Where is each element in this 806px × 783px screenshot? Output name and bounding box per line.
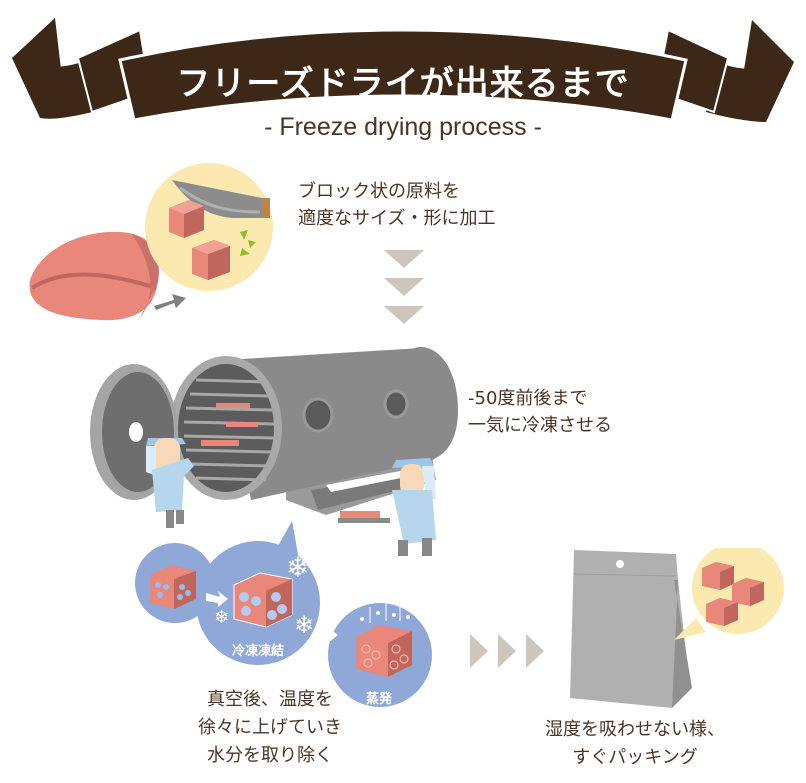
step-drying-line-3: 水分を取り除く	[207, 745, 333, 766]
step-drying-description: 真空後、温度を 徐々に上げていき 水分を取り除く	[160, 686, 380, 770]
step-freezing-line-2: 一気に冷凍させる	[468, 415, 612, 436]
right-arrows-icon	[470, 634, 544, 668]
tray-icon	[201, 403, 258, 446]
step-cutting-line-1: ブロック状の原料を	[298, 181, 460, 202]
worker-icon	[146, 438, 194, 528]
step-drying-line-1: 真空後、温度を	[207, 689, 333, 710]
step-packing-line-1: 湿度を吸わせない様、	[545, 719, 725, 740]
package-bag-icon	[570, 548, 784, 708]
drying-bubbles: ❄ ❄ ❄	[135, 521, 432, 707]
cube-icon	[732, 578, 764, 606]
step-cutting-description: ブロック状の原料を 適度なサイズ・形に加工	[298, 178, 495, 232]
step-cutting-line-2: 適度なサイズ・形に加工	[298, 208, 496, 229]
step-freezing-description: -50度前後まで 一気に冷凍させる	[468, 385, 612, 439]
cube-icon	[169, 200, 204, 238]
arrow-right-icon	[154, 294, 186, 310]
cube-icon	[702, 562, 734, 590]
cube-icon	[192, 240, 230, 280]
snowflake-icon: ❄	[286, 551, 309, 584]
bubble-label-evaporation: 蒸発	[366, 692, 393, 707]
worker-icon	[338, 458, 436, 556]
page-subtitle: - Freeze drying process -	[264, 113, 542, 141]
cube-icon	[356, 625, 412, 677]
snowflake-icon: ❄	[214, 607, 229, 628]
title-ribbon	[12, 18, 794, 122]
cube-icon	[233, 572, 293, 628]
step-packing-line-2: すぐパッキング	[572, 747, 698, 768]
cutting-highlight-circle	[145, 163, 273, 291]
cube-icon	[150, 565, 196, 609]
vacuum-chamber-icon	[90, 347, 458, 556]
page-title: フリーズドライが出来るまで	[176, 64, 630, 104]
snowflake-icon: ❄	[294, 611, 314, 639]
cube-icon	[706, 598, 738, 626]
step-drying-line-2: 徐々に上げていき	[198, 717, 342, 738]
step-freezing-line-1: -50度前後まで	[468, 388, 588, 409]
down-arrows-icon	[384, 250, 424, 324]
bubble-label-freezing: 冷凍凍結	[232, 644, 285, 659]
step-packing-description: 湿度を吸わせない様、 すぐパッキング	[510, 716, 760, 772]
knife-icon	[172, 180, 266, 218]
